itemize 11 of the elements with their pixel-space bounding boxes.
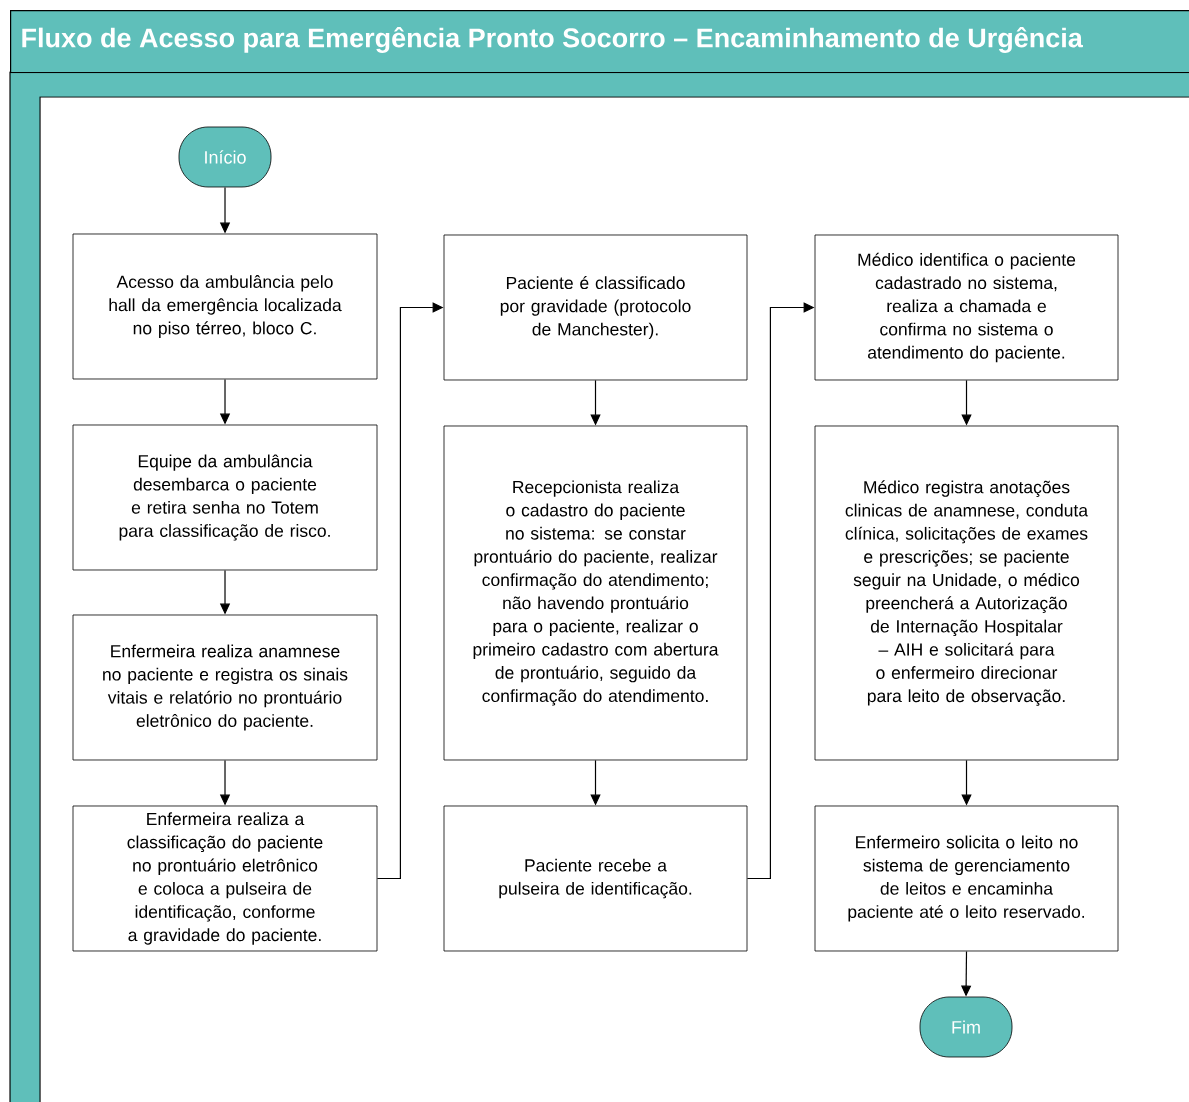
process-box: Médico registra anotações clinicas de anamnese, conduta clínica, solicitações de exames e prescrições; se paciente seguir na Unidade, o médico preencherá a Autorização de Internação Hospitalar – AIH e solicitará para o enfermeiro direcionar para leito de observação. [814,425,1119,761]
title: Fluxo de Acesso para Emergência Pronto Socorro – Encaminhamento de Urgência [22,27,1083,53]
process-box: Equipe da ambulância desembarca o paciente e retira senha no Totem para classificação de risco. [72,424,378,571]
process-box: Enfermeira realiza a classificação do paciente no prontuário eletrônico e coloca a pulseira de identificação, conforme a gravidade do paciente. [72,805,378,952]
process-box: Acesso da ambulância pelo hall da emergência localizada no piso térreo, bloco C. [72,233,378,380]
process-box: Recepcionista realiza o cadastro do paciente no sistema: se constar prontuário do paciente, realizar confirmação do atendimento; não havendo prontuário para o paciente, realizar o primeiro cadastro com abertura de prontuário, seguido da confirmação do atendimento. [443,425,748,761]
process-box: Paciente é classificado por gravidade (protocolo de Manchester). [443,234,748,381]
process-box: Paciente recebe a pulseira de identificação. [443,805,748,952]
process-box: Enfermeira realiza anamnese no paciente e registra os sinais vitais e relatório no prontuário eletrônico do paciente. [72,614,378,761]
process-box: Enfermeiro solicita o leito no sistema de gerenciamento de leitos e encaminha paciente até o leito reservado. [814,805,1119,952]
process-box: Médico identifica o paciente cadastrado no sistema, realiza a chamada e confirma no sistema o atendimento do paciente. [814,234,1119,381]
